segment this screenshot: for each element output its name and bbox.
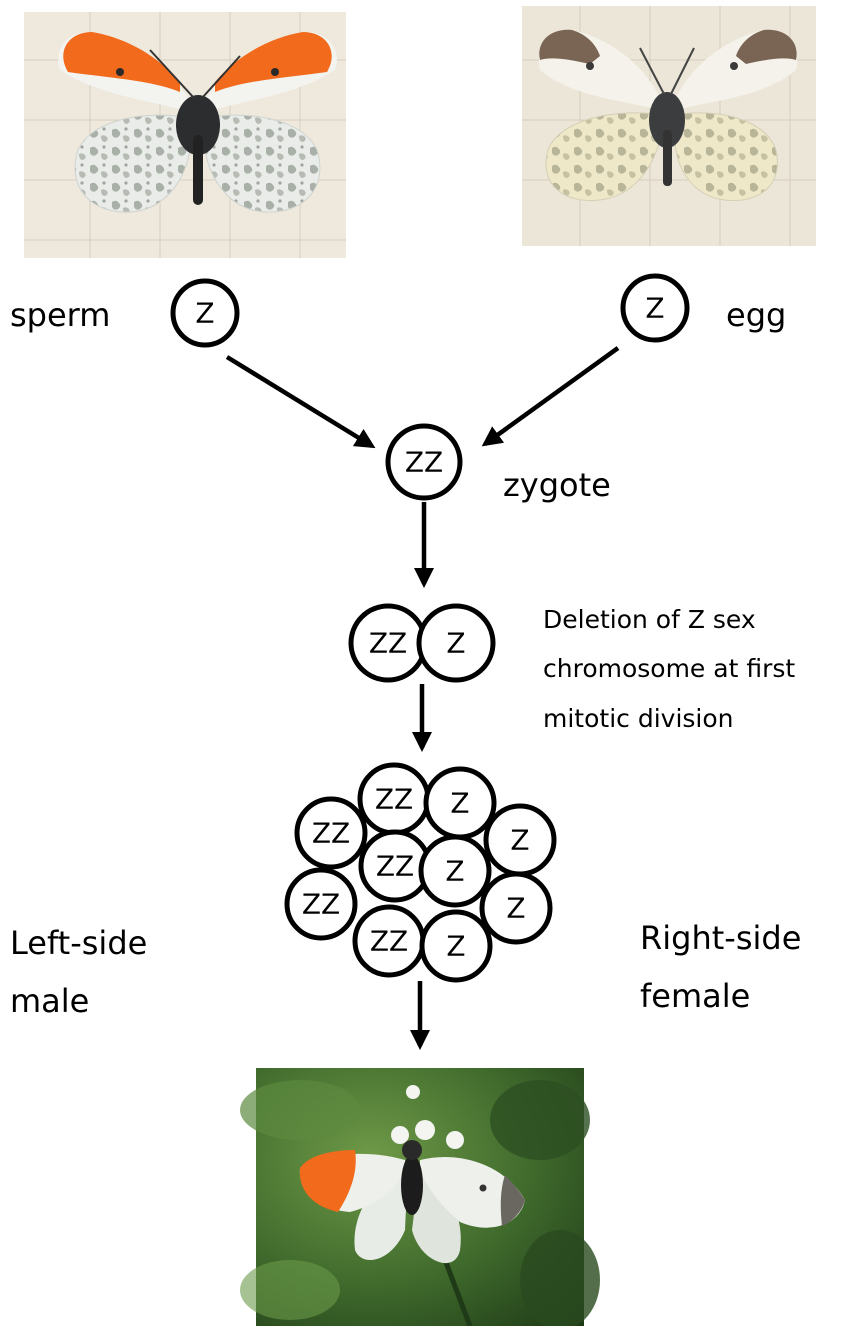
deletion-note-line1: Deletion of Z sex [543,605,756,634]
cluster-cell-9: Z [446,930,465,963]
gynandromorph-photo [240,1068,600,1326]
egg-to-zygote-arrow [485,348,618,444]
sperm-chromosome: Z [195,297,214,330]
sperm-cell: Z [173,281,237,345]
left-side-label-line2: male [10,982,89,1020]
cluster-cell-7: Z [445,855,464,888]
egg-cell: Z [623,276,687,340]
division-cell-right: Z [446,627,465,660]
division-cell-left: ZZ [369,627,407,660]
cluster-cell-2: Z [450,787,469,820]
sperm-label: sperm [10,296,110,334]
zygote-chromosomes: ZZ [405,446,443,479]
female-specimen-photo [522,6,816,246]
cluster-cell-10: Z [506,892,525,925]
cell-cluster: ZZ Z ZZ Z ZZ ZZ Z ZZ Z Z [287,765,554,980]
cluster-cell-1: ZZ [375,783,413,816]
cluster-cell-3: ZZ [312,817,350,850]
deletion-note-line2: chromosome at first [543,654,795,683]
zygote-label: zygote [503,466,611,504]
male-specimen-photo [24,12,346,258]
right-side-label-line1: Right-side [640,919,801,957]
cluster-cell-8: ZZ [370,925,408,958]
cluster-cell-5: ZZ [376,850,414,883]
left-side-label-line1: Left-side [10,924,147,962]
right-side-label-line2: female [640,977,750,1015]
egg-label: egg [726,296,786,334]
first-division-cells: ZZ Z [351,606,493,680]
deletion-note-line3: mitotic division [543,704,734,733]
sperm-to-zygote-arrow [227,357,372,446]
zygote-cell: ZZ [388,426,460,498]
cluster-cell-6: ZZ [302,888,340,921]
egg-chromosome: Z [645,292,664,325]
cluster-cell-4: Z [510,824,529,857]
